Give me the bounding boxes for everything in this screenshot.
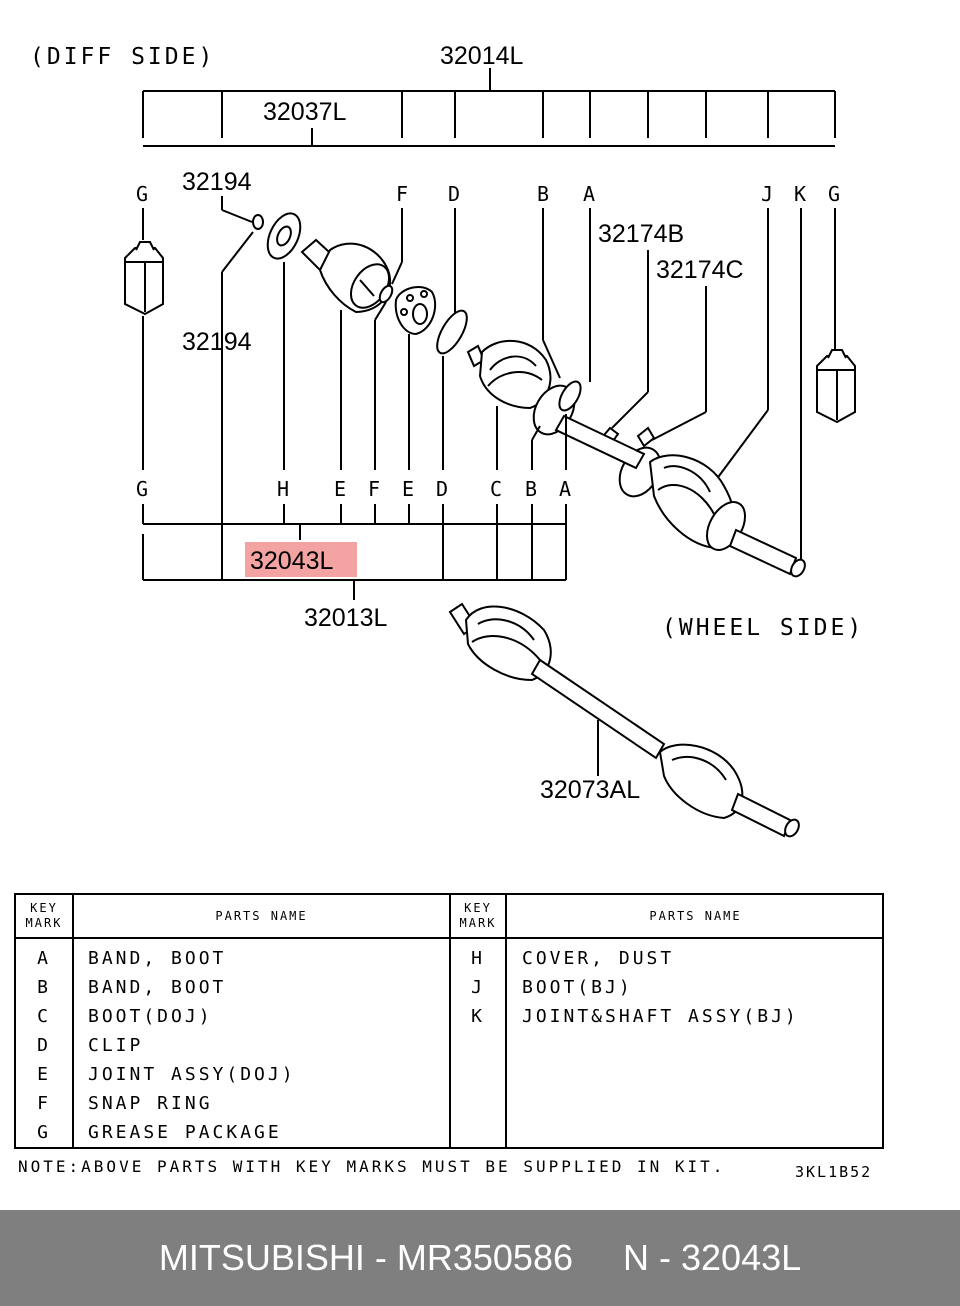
part-number-32043L[interactable]: 32043L — [250, 547, 334, 575]
svg-text:F: F — [368, 477, 380, 501]
bottom-key-marks: G H E F E D C B A — [136, 477, 571, 501]
svg-text:G: G — [136, 182, 148, 206]
part-name: GREASE PACKAGE — [88, 1122, 282, 1143]
part-name: SNAP RING — [88, 1093, 213, 1114]
key-mark: H — [471, 948, 485, 969]
diff-side-label: (DIFF SIDE) — [30, 44, 215, 70]
svg-text:B: B — [537, 182, 549, 206]
svg-text:G: G — [828, 182, 840, 206]
leader-lines-bottom — [142, 262, 567, 580]
svg-text:B: B — [525, 477, 537, 501]
dust-cover-icon — [266, 212, 302, 260]
bracket-32013L — [142, 534, 566, 600]
key-mark: B — [37, 977, 51, 998]
joint-shaft-assy-icon — [554, 414, 806, 578]
table-header-divider — [16, 937, 882, 939]
highlight-32043L — [245, 542, 357, 577]
key-mark: E — [37, 1064, 51, 1085]
doj-joint-housing-icon — [300, 238, 391, 314]
top-key-marks: G F D B A J K G — [136, 182, 840, 206]
part-number-32174B[interactable]: 32174B — [598, 220, 684, 248]
part-name: BAND, BOOT — [88, 948, 227, 969]
boot-band-a-icon — [558, 380, 582, 412]
part-number-32013L[interactable]: 32013L — [304, 604, 388, 632]
part-name: BOOT(BJ) — [522, 977, 633, 998]
footer-ref: N - 32043L — [623, 1237, 802, 1278]
table-divider — [72, 895, 74, 1147]
part-name: BOOT(DOJ) — [88, 1006, 213, 1027]
part-name: BAND, BOOT — [88, 977, 227, 998]
part-number-32174C[interactable]: 32174C — [656, 256, 744, 284]
part-number-32037L[interactable]: 32037L — [263, 98, 347, 126]
svg-text:K: K — [794, 182, 806, 206]
svg-text:F: F — [396, 182, 408, 206]
key-mark: G — [37, 1122, 51, 1143]
key-mark: J — [471, 977, 485, 998]
svg-text:H: H — [277, 477, 289, 501]
key-mark: D — [37, 1035, 51, 1056]
parts-table: KEY MARK PARTS NAME KEY MARK PARTS NAME … — [14, 893, 884, 1149]
footer-brand: MITSUBISHI — [158, 1237, 365, 1278]
bracket-32043L — [142, 504, 567, 580]
part-number-32194-bottom[interactable]: 32194 — [182, 328, 252, 356]
key-mark: F — [37, 1093, 51, 1114]
part-number-32073AL[interactable]: 32073AL — [540, 776, 640, 804]
parts-name-header-left: PARTS NAME — [215, 908, 308, 923]
key-mark-header-right: KEY MARK — [459, 901, 497, 930]
leader-lines-top — [142, 196, 836, 562]
table-divider — [505, 895, 507, 1147]
grease-package-left-icon — [124, 241, 164, 316]
key-mark: K — [471, 1006, 485, 1027]
bracket-32014L — [142, 68, 836, 138]
svg-text:E: E — [334, 477, 346, 501]
grease-package-right-icon — [816, 349, 856, 424]
drive-shaft-assy-icon — [448, 602, 800, 838]
part-name: JOINT&SHAFT ASSY(BJ) — [522, 1006, 799, 1027]
clip-d-icon — [436, 309, 468, 355]
part-name: CLIP — [88, 1035, 144, 1056]
footer-separator: - — [364, 1237, 397, 1278]
key-mark: A — [37, 948, 51, 969]
table-divider — [449, 895, 451, 1147]
doj-boot-icon — [466, 339, 552, 410]
snap-ring-icon — [378, 284, 394, 304]
footer-banner: MITSUBISHI - MR350586 N - 32043L — [0, 1210, 960, 1306]
part-number-32014L[interactable]: 32014L — [440, 42, 524, 70]
footer-part-number: MR350586 — [396, 1237, 573, 1278]
clip-32194-icon — [252, 214, 264, 230]
key-mark-header-left: KEY MARK — [25, 901, 63, 930]
svg-text:E: E — [402, 477, 414, 501]
bracket-32037L — [143, 128, 835, 147]
svg-text:A: A — [559, 477, 571, 501]
part-number-32194-top[interactable]: 32194 — [182, 168, 252, 196]
bj-boot-icon — [648, 454, 746, 551]
parts-name-header-right: PARTS NAME — [649, 908, 742, 923]
svg-text:A: A — [583, 182, 595, 206]
key-mark: C — [37, 1006, 51, 1027]
exploded-parts-diagram: (DIFF SIDE) (WHEEL SIDE) 32014L 32037L G… — [30, 42, 864, 838]
kit-note: NOTE:ABOVE PARTS WITH KEY MARKS MUST BE … — [18, 1157, 726, 1176]
band-clip-32174C-icon — [636, 426, 656, 448]
svg-text:J: J — [761, 182, 773, 206]
svg-text:C: C — [490, 477, 502, 501]
svg-text:D: D — [448, 182, 460, 206]
wheel-side-label: (WHEEL SIDE) — [662, 615, 864, 641]
drawing-code: 3KL1B52 — [795, 1163, 873, 1181]
footer-spacer — [573, 1237, 623, 1279]
svg-text:D: D — [436, 477, 448, 501]
inner-joint-icon — [394, 285, 437, 336]
part-name: JOINT ASSY(DOJ) — [88, 1064, 296, 1085]
part-name: COVER, DUST — [522, 948, 675, 969]
svg-text:G: G — [136, 477, 148, 501]
